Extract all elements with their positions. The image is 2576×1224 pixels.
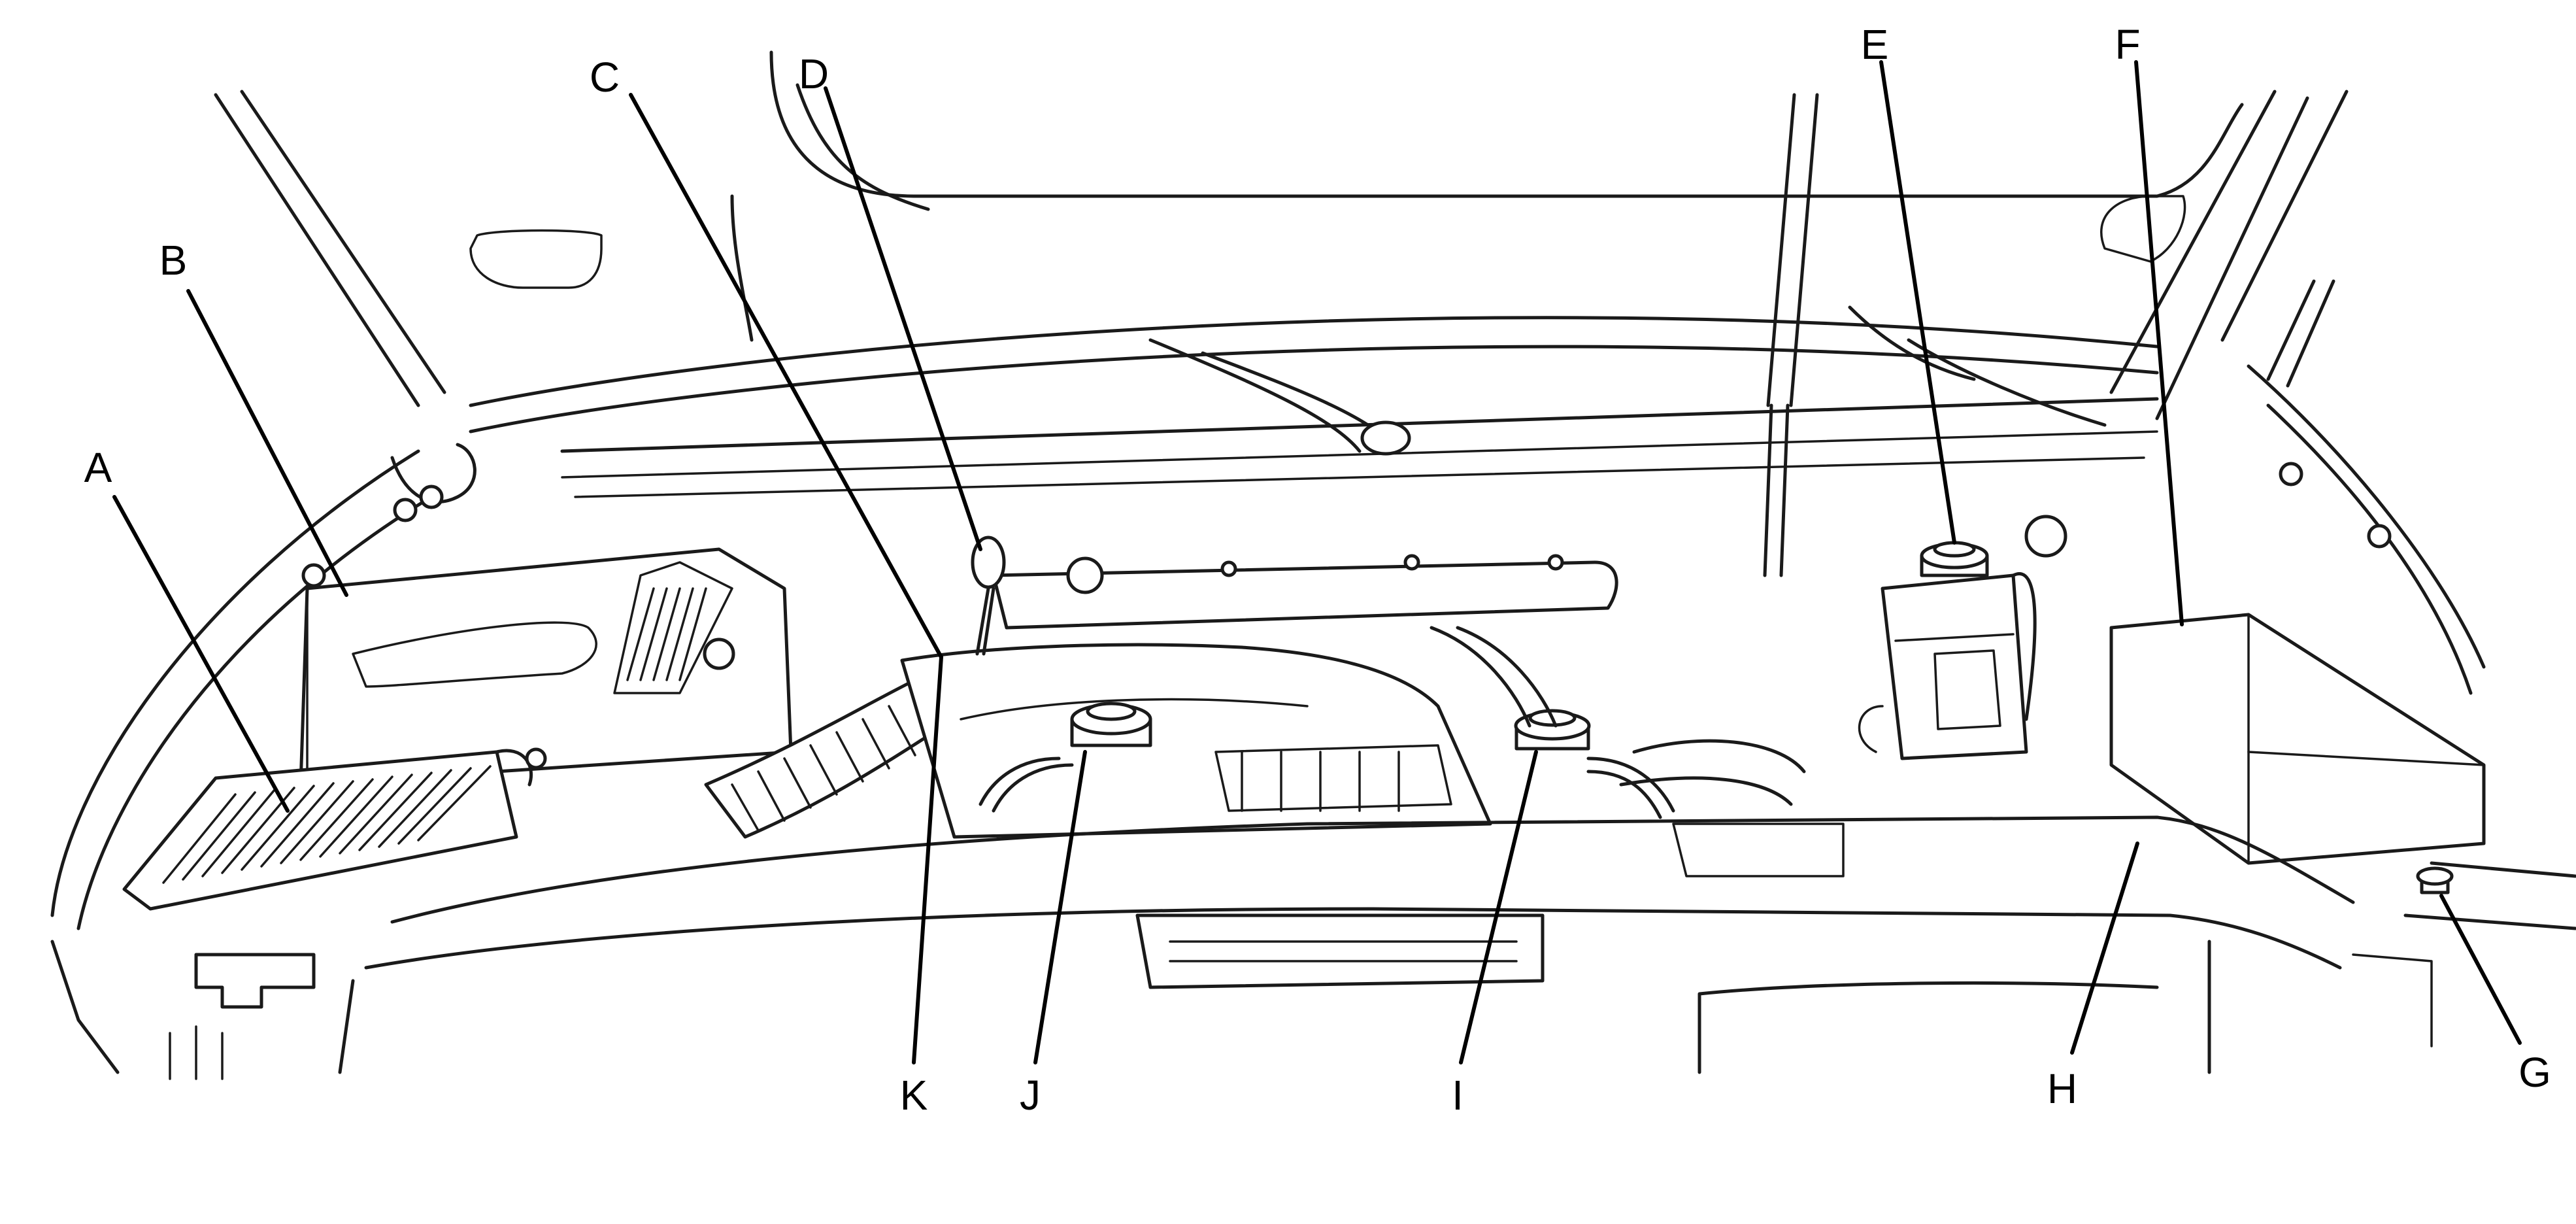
radiator-support xyxy=(338,815,2355,1074)
coolant-reservoir xyxy=(1858,515,2067,760)
callout-f: F xyxy=(2115,21,2140,68)
callout-h: H xyxy=(2047,1065,2077,1112)
leader-d xyxy=(824,86,982,551)
leader-i xyxy=(1459,750,1538,1064)
leader-f xyxy=(2134,60,2184,626)
callout-j: J xyxy=(1020,1072,1041,1119)
callout-i: I xyxy=(1452,1072,1464,1119)
air-filter xyxy=(122,747,547,911)
callout-b: B xyxy=(159,237,188,284)
callout-g: G xyxy=(2518,1049,2551,1096)
callout-c: C xyxy=(590,54,620,101)
leader-b xyxy=(186,289,348,597)
callout-a: A xyxy=(84,444,112,491)
right-fender xyxy=(2247,364,2576,1047)
cowl-panel xyxy=(469,194,2159,498)
hood-bumper-fastener xyxy=(2416,866,2454,894)
leader-e xyxy=(1879,60,1956,545)
air-cleaner-housing xyxy=(299,547,793,787)
underhood-fuse-block xyxy=(2109,613,2486,865)
hood-struts xyxy=(1763,93,2335,577)
callout-e: E xyxy=(1861,21,1889,68)
engine-oil-fill-cap xyxy=(979,702,1152,813)
leader-g xyxy=(2439,894,2522,1045)
leader-h xyxy=(2070,842,2139,1055)
leader-lines xyxy=(112,60,2522,1064)
engine-cover xyxy=(900,554,1618,839)
leader-k xyxy=(912,655,943,1064)
leader-j xyxy=(1033,750,1087,1064)
leader-c xyxy=(629,93,943,659)
leader-a xyxy=(112,495,290,813)
left-fender xyxy=(50,443,477,1080)
callout-d: D xyxy=(799,50,829,97)
coolant-pressure-cap xyxy=(1514,709,1675,819)
radiator-hose xyxy=(1430,626,1806,806)
callout-labels: A B C D E F G H I J K xyxy=(84,21,2551,1119)
hood xyxy=(214,50,2349,420)
callout-k: K xyxy=(900,1072,928,1119)
